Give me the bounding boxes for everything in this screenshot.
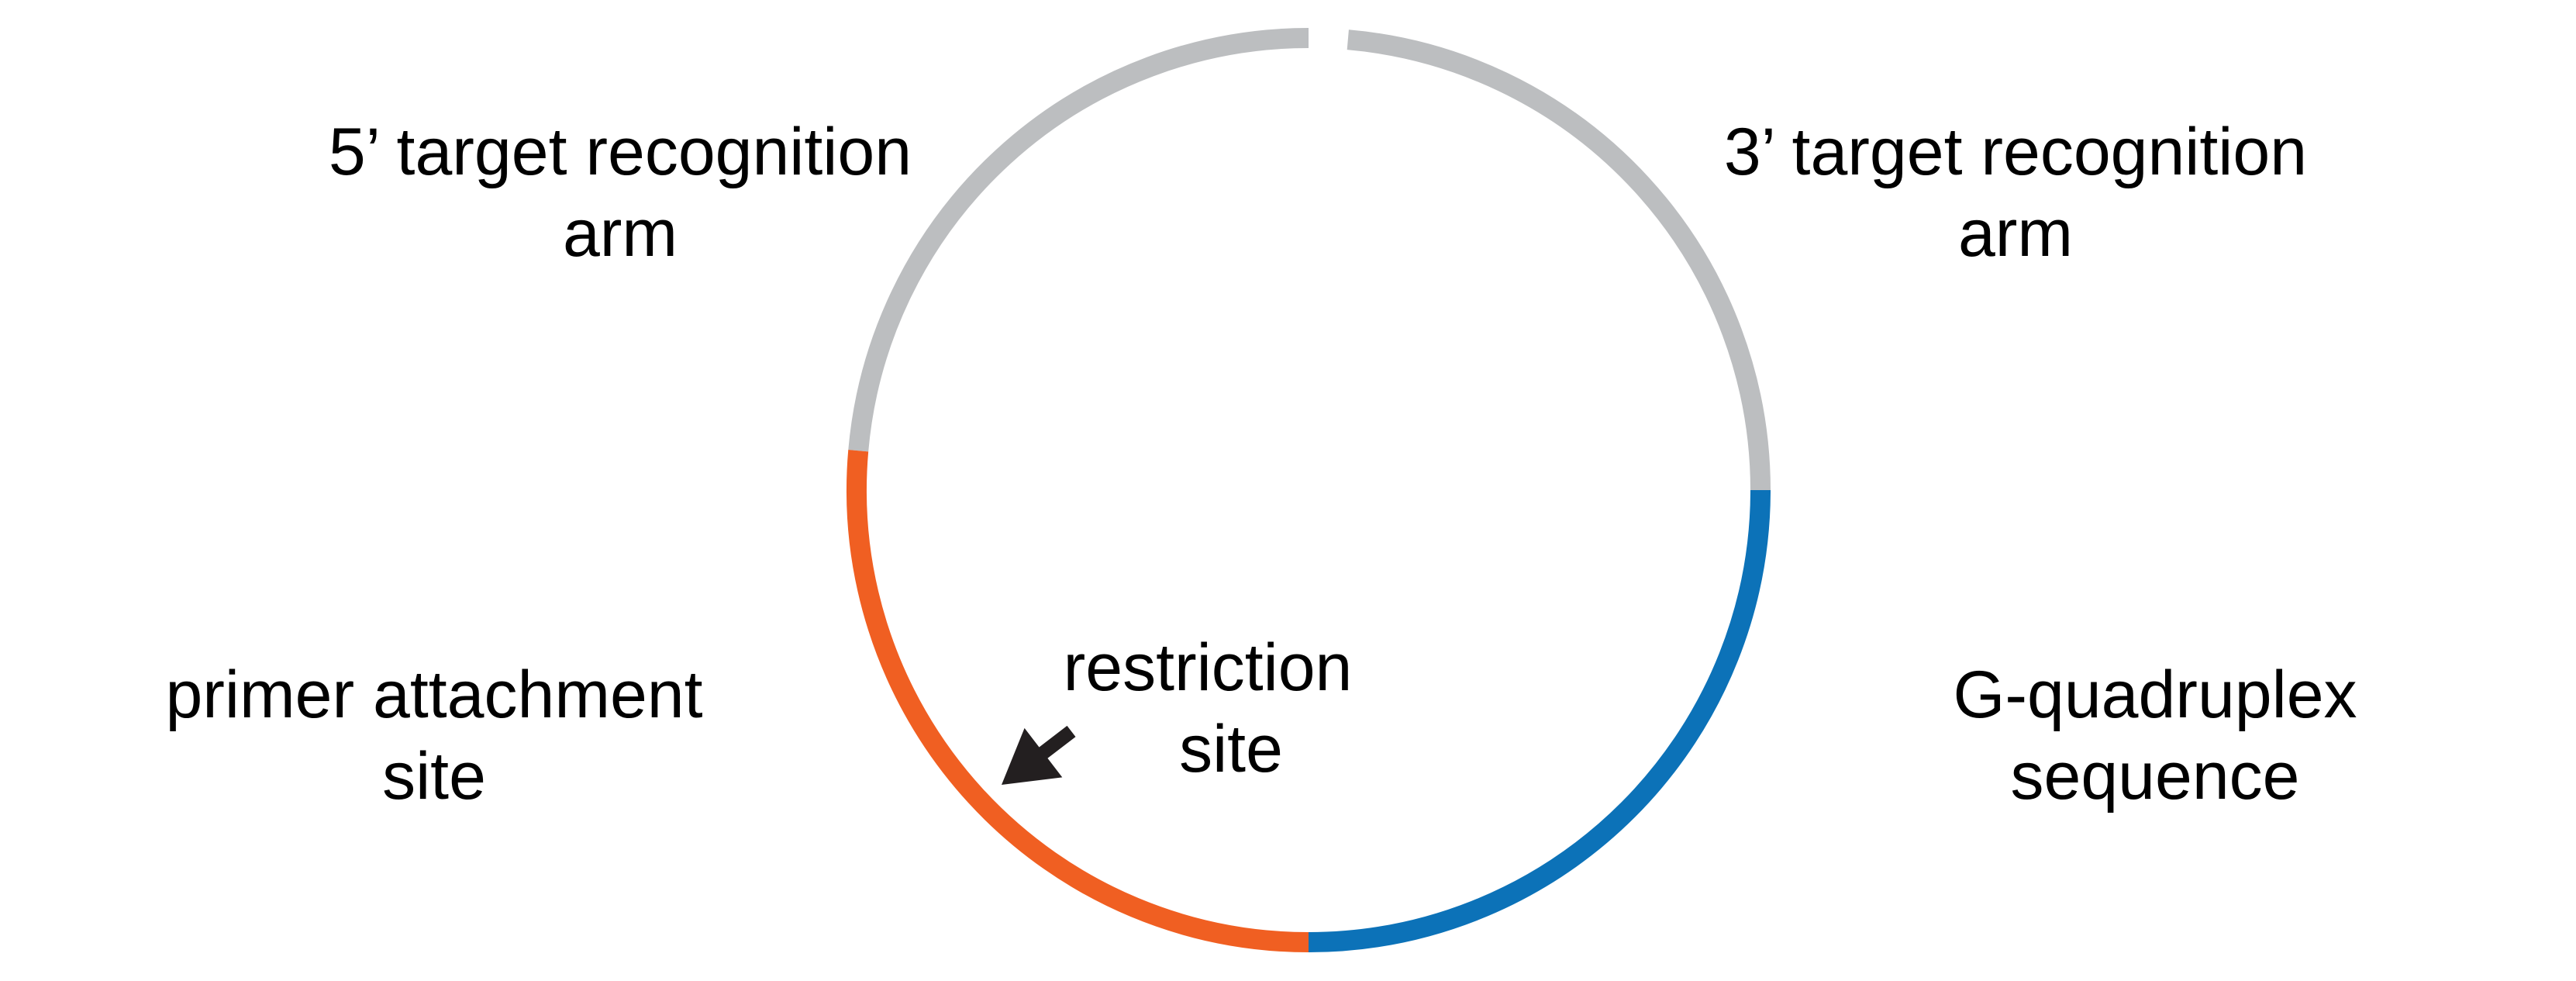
label-five-prime-arm-line2: arm <box>563 196 678 271</box>
label-g-quadruplex-sequence-line1: G-quadruplex <box>1953 658 2357 732</box>
label-three-prime-arm-line1: 3’ target recognition <box>1724 115 2307 189</box>
label-restriction-site-line1: restriction <box>1064 630 1353 705</box>
ring-segment-primer-attachment-site <box>847 450 1309 952</box>
label-g-quadruplex-sequence-line2: sequence <box>2011 739 2300 813</box>
label-three-prime-arm: 3’ target recognition arm <box>1724 115 2307 271</box>
label-five-prime-arm: 5’ target recognition arm <box>329 115 912 271</box>
restriction-site-arrow-group <box>1002 725 1076 785</box>
label-g-quadruplex-sequence: G-quadruplex sequence <box>1953 658 2357 813</box>
label-primer-attachment-site-line2: site <box>382 739 486 813</box>
ring-segment-g-quadruplex-sequence <box>1308 489 1771 952</box>
label-restriction-site: restriction site <box>1064 630 1353 786</box>
ring-segment-three-prime-arm <box>1347 29 1771 491</box>
restriction-site-arrow-icon <box>1002 725 1076 785</box>
label-primer-attachment-site-line1: primer attachment <box>165 658 702 732</box>
label-five-prime-arm-line1: 5’ target recognition <box>329 115 912 189</box>
label-three-prime-arm-line2: arm <box>1958 196 2073 271</box>
ring-group <box>847 28 1771 952</box>
label-restriction-site-line2: site <box>1179 712 1283 786</box>
ring-segment-five-prime-arm <box>848 28 1309 452</box>
label-primer-attachment-site: primer attachment site <box>165 658 702 813</box>
